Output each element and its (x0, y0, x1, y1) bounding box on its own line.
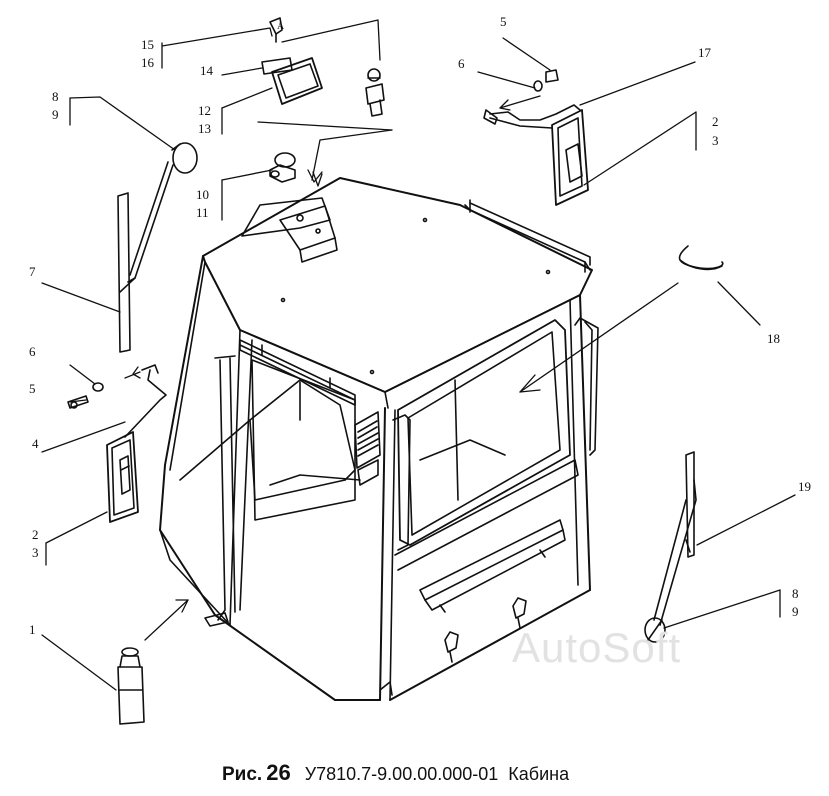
callout-7: 7 (29, 264, 36, 279)
leader-lines (41, 19, 796, 691)
roof-handrails (239, 199, 591, 406)
washer-left-part-6 (92, 382, 104, 392)
callout-11: 11 (196, 205, 209, 220)
pin-part-15-16 (269, 17, 283, 43)
callout-8-left: 8 (52, 89, 59, 104)
callout-2-left: 2 (32, 527, 39, 542)
callout-2-right: 2 (712, 114, 719, 129)
mirror-right-part-2-3 (551, 109, 589, 206)
callout-3-left: 3 (32, 545, 39, 560)
callout-10: 10 (196, 187, 209, 202)
caption-fig-number: 26 (266, 760, 291, 785)
glass-part-12-13 (271, 57, 323, 105)
lamp-part-10-11 (269, 152, 296, 183)
caption-part-code: У7810.7-9.00.00.000-01 (304, 764, 499, 784)
door-window (397, 319, 571, 546)
cabin-rear-pillar (159, 255, 216, 616)
side-light-left (119, 142, 198, 293)
callout-6-left: 6 (29, 344, 36, 359)
callout-3-right: 3 (712, 133, 719, 148)
callout-15: 15 (141, 37, 154, 52)
pin-label-a: A (277, 21, 285, 32)
callout-19: 19 (798, 479, 811, 494)
callout-14: 14 (200, 63, 213, 78)
mirror-arm-left-part-4 (124, 364, 167, 438)
door-hinges (379, 597, 527, 696)
callout-6-right: 6 (458, 56, 465, 71)
cabin-body (159, 177, 599, 701)
left-handrail (217, 359, 226, 621)
caption-title: Кабина (508, 764, 570, 784)
mirror-left-part-2-3 (106, 431, 139, 523)
caption-fig-label: Рис. (222, 764, 263, 785)
callout-4: 4 (32, 436, 39, 451)
callout-17: 17 (698, 45, 711, 60)
callout-9-left: 9 (52, 107, 59, 122)
vent-grille (354, 411, 381, 486)
callout-5-right: 5 (500, 14, 507, 29)
wiper-right-part-19 (653, 451, 697, 626)
callout-8-right: 8 (792, 586, 799, 601)
callout-18: 18 (767, 331, 780, 346)
callout-12: 12 (198, 103, 211, 118)
callout-16: 16 (141, 55, 154, 70)
wiper-left-part-7 (117, 192, 131, 353)
callout-13: 13 (198, 121, 211, 136)
callout-1: 1 (29, 622, 36, 637)
callout-5-left: 5 (29, 381, 36, 396)
bottle-part-1 (117, 647, 145, 725)
watermark: AutoSoft (512, 624, 682, 671)
figure-caption: Рис.26 У7810.7-9.00.00.000-01 Кабина (222, 760, 569, 786)
bolt-part-lamp (365, 68, 385, 117)
door-step-rail (419, 519, 564, 601)
callout-9-right: 9 (792, 604, 799, 619)
curved-part-18 (678, 245, 724, 270)
side-light-right (644, 617, 666, 643)
bolt-right-part-5 (545, 69, 559, 83)
mirror-arm-right-part-17 (483, 104, 581, 129)
washer-right-part-6 (533, 80, 543, 92)
